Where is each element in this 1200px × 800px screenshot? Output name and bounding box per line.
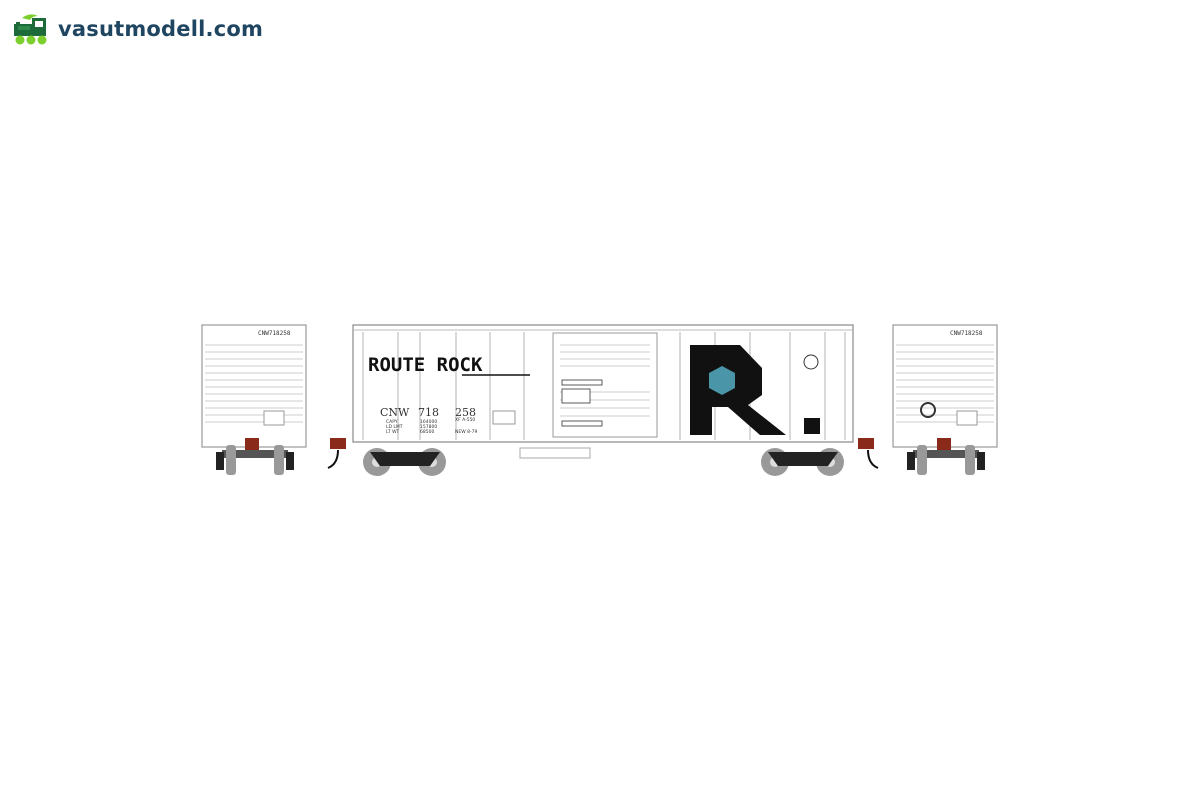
end-number-left: CNW718258	[258, 330, 291, 337]
rock-island-r-logo	[690, 345, 786, 435]
site-name: vasutmodell.com	[58, 17, 264, 41]
lt-wt-label: LT WT	[386, 429, 400, 435]
site-logo[interactable]: vasutmodell.com	[12, 12, 263, 46]
car-end-right: CNW718258	[892, 324, 998, 475]
brake-wheel	[920, 402, 936, 418]
built-date: NEW 8-79	[455, 429, 477, 435]
truck-right	[761, 448, 844, 476]
lt-wt-value: 68500	[420, 429, 434, 435]
end-number-right: CNW718258	[950, 330, 983, 337]
capy-value: 164000	[420, 419, 437, 425]
car-class: XF A-550	[455, 417, 475, 423]
ld-lmt-value: 157800	[420, 424, 437, 430]
railroad-logo: ROUTE ROCK	[368, 354, 483, 376]
locomotive-icon	[14, 14, 47, 45]
car-end-left: CNW718258	[201, 324, 307, 475]
truck-left	[363, 448, 446, 476]
car-side: ROUTE ROCK CNW 718 258 CAPY 164000 LD LM…	[327, 324, 879, 476]
capy-label: CAPY	[386, 419, 398, 425]
car-number-b: 258	[455, 406, 476, 419]
reporting-mark: CNW	[380, 406, 410, 419]
car-number-a: 718	[418, 406, 439, 419]
ld-lmt-label: LD LMT	[386, 424, 403, 430]
